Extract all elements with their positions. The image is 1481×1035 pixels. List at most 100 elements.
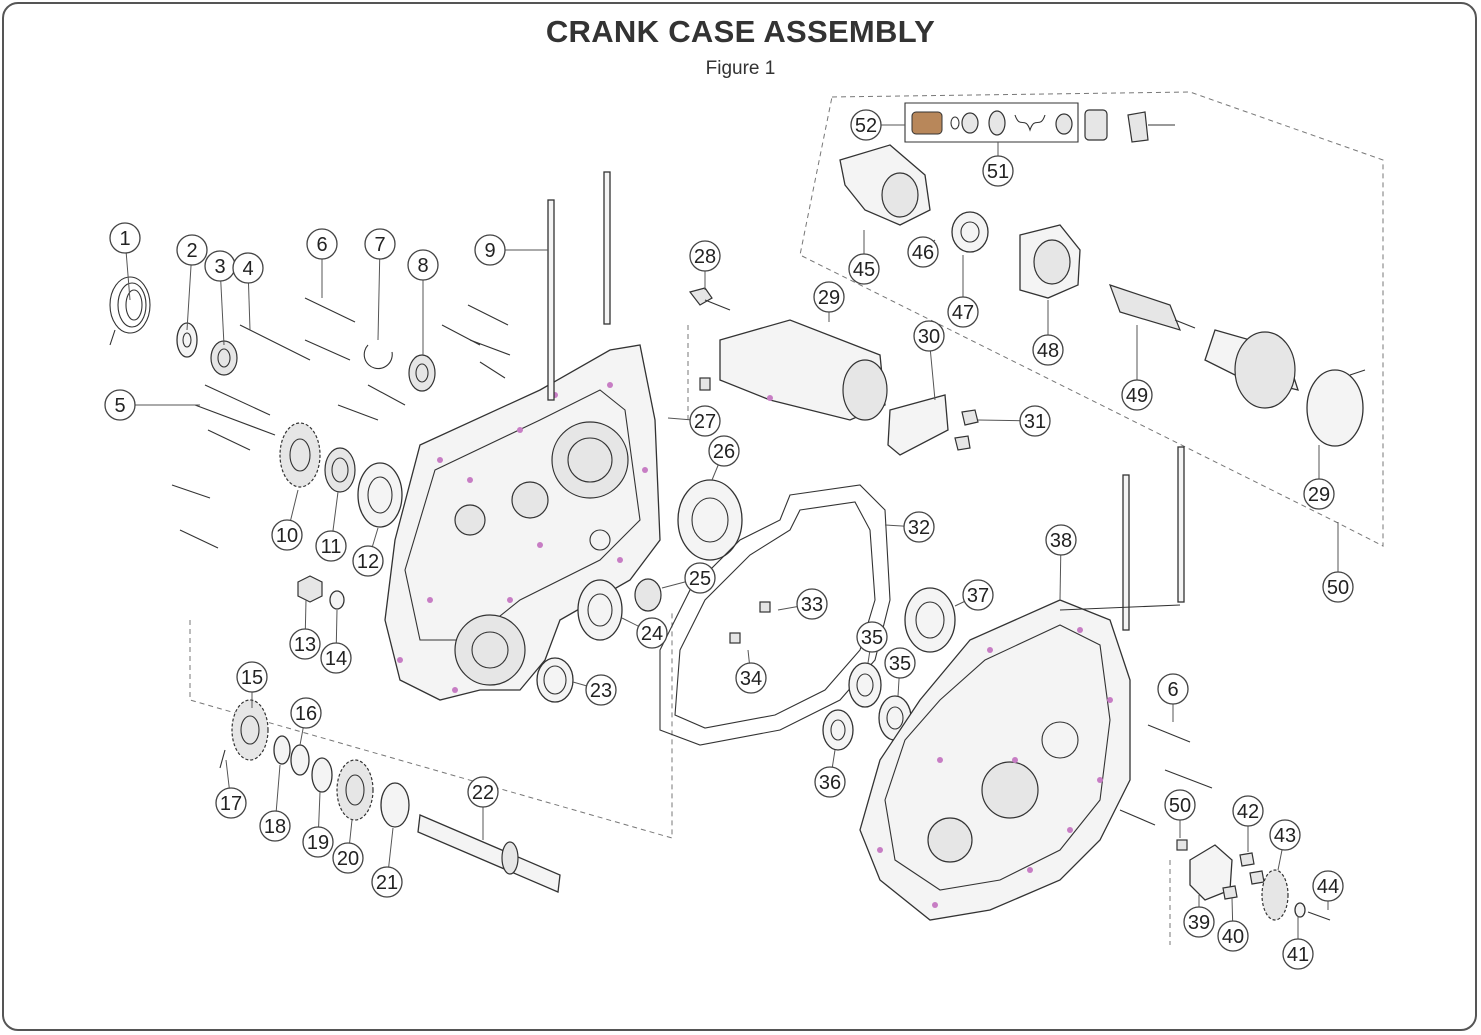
callout-circle — [1164, 789, 1196, 821]
callout-label: 35 — [861, 627, 883, 649]
callout-circle — [884, 647, 916, 679]
callout-label: 33 — [801, 594, 823, 616]
callout-label: 39 — [1188, 912, 1210, 934]
callout-label: 21 — [376, 872, 398, 894]
bearing-24 — [577, 579, 623, 641]
callout-circle — [848, 253, 880, 285]
callout-circle — [1217, 920, 1249, 952]
dowel-33 — [759, 601, 771, 613]
callout-circle — [104, 389, 136, 421]
callout-label: 26 — [713, 441, 735, 463]
callout-label: 45 — [853, 259, 875, 281]
callout-19: 19 — [302, 826, 334, 858]
callout-label: 3 — [214, 256, 225, 278]
callout-36: 36 — [814, 766, 846, 798]
callout-label: 7 — [374, 234, 385, 256]
rear-end-cap — [1306, 369, 1366, 447]
callout-32: 32 — [903, 511, 935, 543]
armature — [1109, 284, 1196, 331]
callout-circle — [982, 155, 1014, 187]
callout-33: 33 — [796, 588, 828, 620]
starter-sleeve — [1084, 109, 1108, 141]
retaining-clip — [363, 344, 393, 370]
callout-circle — [708, 435, 740, 467]
callout-circle — [1121, 379, 1153, 411]
callout-label: 51 — [987, 161, 1009, 183]
callout-circle — [585, 674, 617, 706]
callout-label: 41 — [1287, 944, 1309, 966]
callout-6: 6 — [1157, 673, 1189, 705]
right-case-bolts — [1119, 724, 1213, 826]
callout-circle — [1303, 478, 1335, 510]
callout-circle — [371, 866, 403, 898]
drain-plug — [297, 575, 323, 603]
oil-seal-23 — [536, 657, 574, 703]
callout-5: 5 — [104, 389, 136, 421]
callout-label: 11 — [321, 536, 342, 558]
callout-label: 50 — [1327, 577, 1349, 599]
callout-circle — [1183, 906, 1215, 938]
callout-49: 49 — [1121, 379, 1153, 411]
bearing-26 — [677, 479, 743, 561]
callout-circle — [1045, 524, 1077, 556]
callout-18: 18 — [259, 810, 291, 842]
needle-bearing-25 — [634, 578, 662, 612]
callout-circle — [1232, 795, 1264, 827]
diagram-title: CRANK CASE ASSEMBLY — [545, 14, 936, 49]
callout-circle — [407, 249, 439, 281]
callout-label: 12 — [357, 551, 379, 573]
callout-15: 15 — [236, 661, 268, 693]
callout-circle — [320, 642, 352, 674]
callout-circle — [1157, 673, 1189, 705]
drain-washer — [329, 590, 345, 610]
oil-seal-8 — [408, 354, 436, 392]
washer-41 — [1294, 902, 1306, 918]
callout-circle — [1019, 405, 1051, 437]
callout-label: 28 — [694, 246, 716, 268]
callout-label: 49 — [1126, 385, 1148, 407]
callout-label: 31 — [1024, 411, 1046, 433]
callout-label: 38 — [1050, 530, 1072, 552]
callout-label: 44 — [1317, 876, 1339, 898]
thrust-washer — [176, 322, 198, 358]
callout-circle — [947, 296, 979, 328]
callout-11: 11 — [315, 530, 347, 562]
callout-14: 14 — [320, 642, 352, 674]
callout-circle — [1312, 870, 1344, 902]
callout-circle — [232, 252, 264, 284]
callout-label: 6 — [1167, 679, 1178, 701]
callout-label: 46 — [912, 242, 934, 264]
callout-circle — [689, 240, 721, 272]
idle-gear — [279, 422, 321, 488]
callout-41: 41 — [1282, 938, 1314, 970]
callout-35: 35 — [884, 647, 916, 679]
needle-bearing-21 — [380, 782, 410, 828]
washers-group — [273, 735, 333, 793]
callout-48: 48 — [1032, 334, 1064, 366]
callout-label: 2 — [186, 240, 197, 262]
callout-circle — [236, 661, 268, 693]
callout-label: 5 — [114, 395, 125, 417]
callout-30: 30 — [913, 320, 945, 352]
callout-circle — [302, 826, 334, 858]
callout-label: 9 — [484, 240, 495, 262]
callout-label: 8 — [417, 255, 428, 277]
callout-8: 8 — [407, 249, 439, 281]
callout-6: 6 — [306, 228, 338, 260]
callout-label: 23 — [590, 680, 612, 702]
callout-label: 15 — [241, 667, 263, 689]
bearing-37 — [904, 587, 956, 653]
diagram-subtitle: Figure 1 — [705, 58, 776, 79]
callout-label: 37 — [967, 585, 989, 607]
callout-circle — [735, 662, 767, 694]
callout-circle — [1269, 819, 1301, 851]
callout-21: 21 — [371, 866, 403, 898]
callout-label: 30 — [918, 326, 940, 348]
callout-1: 1 — [109, 222, 141, 254]
callout-24: 24 — [636, 617, 668, 649]
callout-label: 13 — [294, 634, 316, 656]
bolts-31 — [954, 409, 979, 451]
callout-26: 26 — [708, 435, 740, 467]
callout-leader-7 — [377, 243, 381, 341]
